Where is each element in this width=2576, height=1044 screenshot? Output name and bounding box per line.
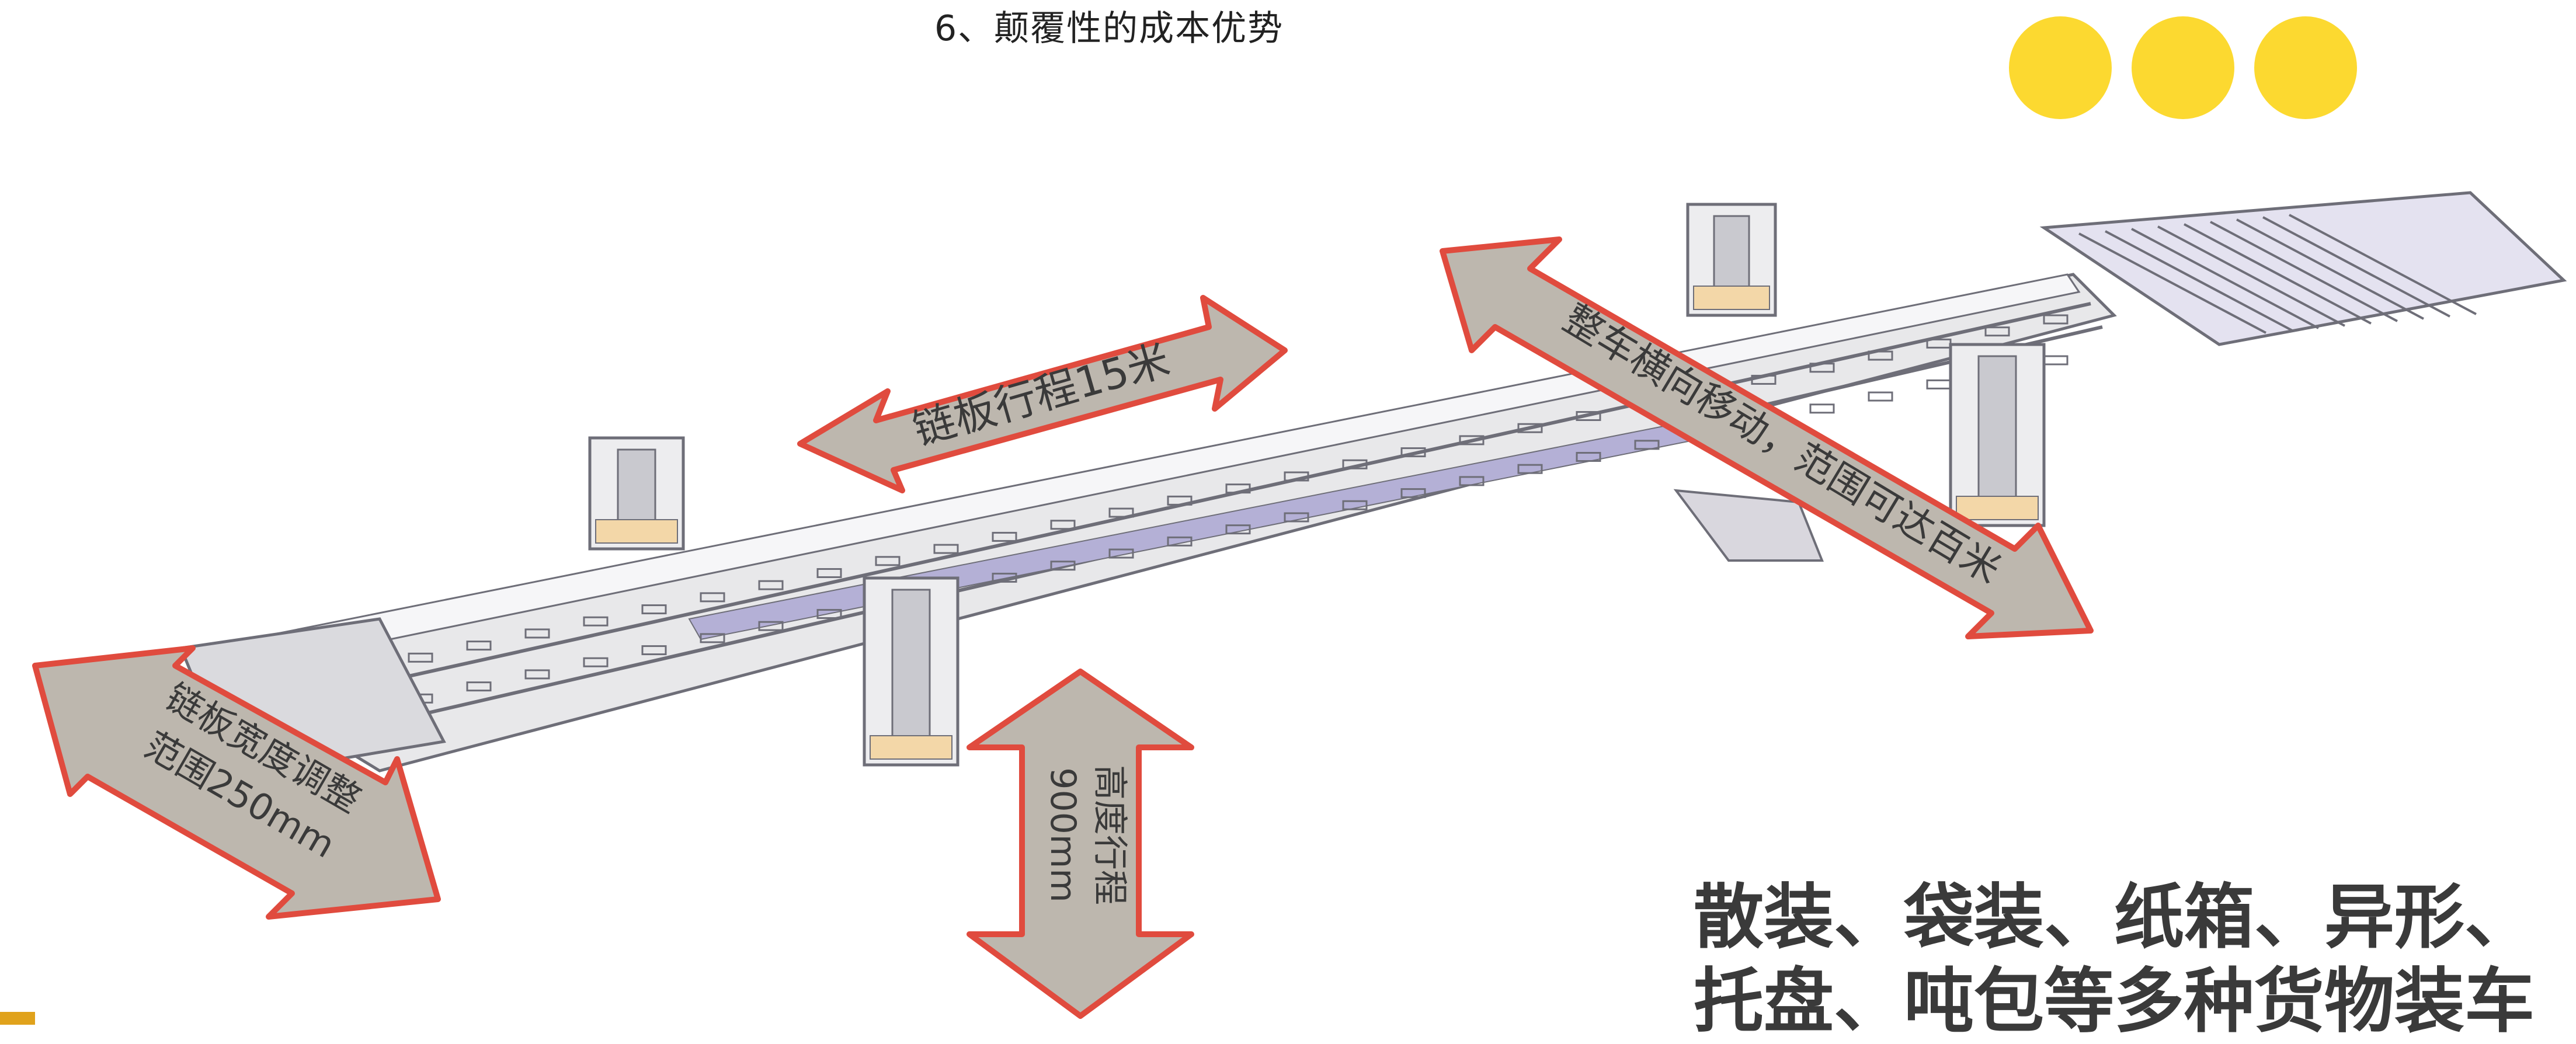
roller xyxy=(2105,230,2293,332)
slat xyxy=(1342,500,1368,510)
slat xyxy=(1517,464,1543,474)
slat xyxy=(2043,314,2069,325)
slat xyxy=(700,633,725,643)
slat xyxy=(933,544,959,554)
slat xyxy=(1108,507,1134,518)
slat xyxy=(1284,471,1309,482)
dot-icon xyxy=(2254,16,2357,119)
slat xyxy=(1868,391,1893,402)
slat xyxy=(1050,520,1076,530)
slat xyxy=(1809,403,1835,414)
lift-tower xyxy=(1949,343,2046,527)
roller xyxy=(2289,214,2477,315)
slat xyxy=(875,556,901,566)
arrow-chain-travel xyxy=(797,295,1288,493)
slat xyxy=(1167,536,1193,547)
slat xyxy=(758,621,784,631)
caption-line-1: 散装、袋装、纸箱、异形、 xyxy=(1694,877,2535,958)
dot-icon xyxy=(2132,16,2234,119)
slat xyxy=(1926,379,1952,389)
slat xyxy=(1517,423,1543,433)
slat xyxy=(1225,483,1251,494)
lift-tower xyxy=(1686,203,1777,317)
slat xyxy=(1634,440,1660,450)
roller xyxy=(2157,225,2345,327)
slat xyxy=(1050,561,1076,571)
arrow-width-adjust xyxy=(32,645,441,920)
slat xyxy=(1868,350,1893,361)
slat xyxy=(524,628,550,639)
slat xyxy=(2043,355,2069,366)
slat xyxy=(1108,548,1134,559)
slat xyxy=(583,616,609,627)
slat xyxy=(1576,452,1601,462)
slat xyxy=(1167,495,1193,506)
cargo-caption: 散装、袋装、纸箱、异形、 托盘、吨包等多种货物装车 xyxy=(1694,876,2535,1044)
slat xyxy=(1459,476,1485,486)
page-title: 6、颠覆性的成本优势 xyxy=(934,8,1284,49)
dot-icon xyxy=(2009,16,2112,119)
slat xyxy=(1225,524,1251,535)
slat xyxy=(1400,488,1426,499)
slat xyxy=(1459,435,1485,446)
slat xyxy=(816,568,842,578)
slat xyxy=(758,580,784,590)
slat xyxy=(466,641,492,651)
roller xyxy=(2184,223,2372,325)
slat xyxy=(1284,512,1309,523)
slat xyxy=(816,608,842,619)
slat xyxy=(524,669,550,680)
label-height-2: 900mm xyxy=(1042,767,1083,902)
slat xyxy=(583,657,609,667)
lift-tower xyxy=(863,576,960,767)
conveyor-deck xyxy=(179,191,2567,778)
slat xyxy=(466,681,492,692)
slat xyxy=(992,572,1017,583)
slat xyxy=(1809,363,1835,373)
roller xyxy=(2262,216,2450,318)
roller xyxy=(2078,232,2266,334)
slat xyxy=(1342,459,1368,469)
arrow-lateral-move xyxy=(1440,236,2094,639)
lift-tower xyxy=(588,436,685,551)
arrow-height xyxy=(967,669,1194,1019)
slat xyxy=(1751,374,1777,385)
caption-line-2: 托盘、吨包等多种货物装车 xyxy=(1694,961,2535,1042)
roller xyxy=(2210,221,2398,322)
slat xyxy=(641,645,667,656)
label-height-1: 高度行程 xyxy=(1089,765,1130,905)
slat xyxy=(641,604,667,615)
slat xyxy=(1984,326,2010,337)
slat xyxy=(408,652,433,663)
roller xyxy=(2131,228,2319,329)
slat xyxy=(700,592,725,603)
slat xyxy=(1576,411,1601,422)
roller xyxy=(2236,218,2424,320)
slat xyxy=(992,531,1017,542)
corner-mark xyxy=(0,1012,35,1025)
slat xyxy=(1400,447,1426,458)
